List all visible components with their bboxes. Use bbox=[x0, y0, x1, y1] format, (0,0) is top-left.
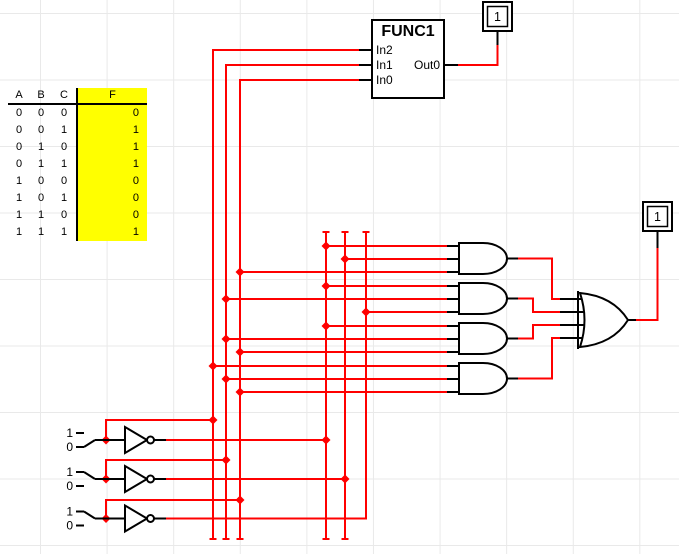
truth-table-cell: 0 bbox=[37, 107, 45, 119]
func1-input-in1-label: In1 bbox=[376, 58, 393, 72]
wire-net-b[interactable] bbox=[105, 64, 447, 540]
truth-table-row: 0 1 1 1 bbox=[8, 156, 147, 173]
wire-net-c[interactable] bbox=[105, 79, 447, 540]
not-gate-1[interactable] bbox=[124, 425, 155, 455]
and-gate-3[interactable] bbox=[458, 322, 508, 355]
truth-table-cell-f: 0 bbox=[76, 104, 147, 122]
truth-table-cell-f: 1 bbox=[76, 122, 147, 139]
truth-table-cell: 0 bbox=[60, 107, 68, 119]
truth-table-cell: 0 bbox=[37, 124, 45, 136]
not-gate-3[interactable] bbox=[124, 503, 155, 534]
input-switch-2[interactable]: 1 0 bbox=[66, 465, 96, 493]
truth-table-row: 1 0 0 0 bbox=[8, 173, 147, 190]
output-pin-func-value: 1 bbox=[494, 10, 501, 24]
truth-table-cell: 0 bbox=[60, 209, 68, 221]
truth-table-header-row: A B C F bbox=[8, 88, 147, 105]
truth-table-cell: 0 bbox=[60, 175, 68, 187]
truth-table: A B C F 0 0 0 0 0 0 1 1 0 1 0 bbox=[8, 88, 147, 241]
truth-table-row: 1 0 1 0 bbox=[8, 190, 147, 207]
junction-dots bbox=[101, 241, 371, 523]
truth-table-cell: 1 bbox=[60, 158, 68, 170]
truth-table-cell: 0 bbox=[60, 141, 68, 153]
truth-table-cell-f: 0 bbox=[76, 190, 147, 207]
truth-table-cell: 1 bbox=[60, 124, 68, 136]
truth-table-cell-f: 0 bbox=[76, 173, 147, 190]
output-pin-circuit-value: 1 bbox=[654, 210, 661, 224]
wire-net-a-inverted[interactable] bbox=[166, 231, 447, 540]
truth-table-row: 0 0 0 0 bbox=[8, 104, 147, 122]
wire-net-a[interactable] bbox=[105, 49, 447, 540]
truth-table-header-f: F bbox=[76, 88, 147, 105]
output-pin-circuit[interactable]: 1 bbox=[642, 201, 673, 232]
truth-table-cell: 0 bbox=[37, 192, 45, 204]
truth-table-row: 0 1 0 1 bbox=[8, 139, 147, 156]
switch-3-high-label: 1 bbox=[66, 505, 73, 519]
truth-table-cell: 1 bbox=[15, 226, 23, 238]
truth-table-row: 1 1 0 0 bbox=[8, 207, 147, 224]
component-leads bbox=[95, 31, 659, 520]
wire-net-b-inverted[interactable] bbox=[166, 231, 447, 540]
truth-table-cell: 1 bbox=[37, 141, 45, 153]
or-gate[interactable] bbox=[578, 291, 630, 349]
switch-3-low-label: 0 bbox=[66, 519, 73, 533]
truth-table-cell: 1 bbox=[15, 175, 23, 187]
truth-table-cell: 1 bbox=[15, 192, 23, 204]
input-switch-3[interactable]: 1 0 bbox=[66, 505, 96, 533]
func1-input-in2-label: In2 bbox=[376, 43, 393, 57]
output-pin-func[interactable]: 1 bbox=[482, 1, 513, 32]
and-gate-1[interactable] bbox=[458, 242, 508, 275]
and-gate-4[interactable] bbox=[458, 362, 508, 395]
truth-table-cell: 0 bbox=[15, 158, 23, 170]
truth-table-cell-f: 1 bbox=[76, 224, 147, 241]
truth-table-header-c: C bbox=[52, 88, 77, 105]
func1-input-in0-label: In0 bbox=[376, 73, 393, 87]
truth-table-cell: 1 bbox=[37, 226, 45, 238]
and-gate-2[interactable] bbox=[458, 282, 508, 315]
wire-or-output[interactable] bbox=[636, 248, 659, 321]
truth-table-cell: 1 bbox=[37, 158, 45, 170]
not-gate-2[interactable] bbox=[124, 464, 155, 494]
func1-block[interactable]: FUNC1 In2 In1 In0 Out0 bbox=[371, 19, 445, 99]
wire-func-output[interactable] bbox=[458, 45, 499, 66]
truth-table-cell-f: 0 bbox=[76, 207, 147, 224]
truth-table-cell: 1 bbox=[60, 192, 68, 204]
truth-table-cell-f: 1 bbox=[76, 156, 147, 173]
wire-and-outputs[interactable] bbox=[518, 257, 560, 380]
truth-table-cell: 0 bbox=[15, 107, 23, 119]
truth-table-cell: 1 bbox=[37, 209, 45, 221]
wire-net-c-inverted[interactable] bbox=[166, 231, 447, 520]
truth-table-cell: 0 bbox=[15, 124, 23, 136]
truth-table-row: 1 1 1 1 bbox=[8, 224, 147, 241]
func1-title: FUNC1 bbox=[381, 23, 434, 40]
switch-1-high-label: 1 bbox=[66, 426, 73, 440]
truth-table-header-a: A bbox=[8, 88, 30, 105]
switch-2-low-label: 0 bbox=[66, 479, 73, 493]
truth-table-cell: 1 bbox=[60, 226, 68, 238]
truth-table-cell: 0 bbox=[15, 141, 23, 153]
truth-table-header-b: B bbox=[30, 88, 52, 105]
func1-output-label: Out0 bbox=[414, 58, 440, 72]
truth-table-cell: 0 bbox=[37, 175, 45, 187]
truth-table-cell: 1 bbox=[15, 209, 23, 221]
truth-table-cell-f: 1 bbox=[76, 139, 147, 156]
switch-2-high-label: 1 bbox=[66, 465, 73, 479]
truth-table-row: 0 0 1 1 bbox=[8, 122, 147, 139]
input-switch-1[interactable]: 1 0 bbox=[66, 426, 96, 454]
switch-1-low-label: 0 bbox=[66, 440, 73, 454]
